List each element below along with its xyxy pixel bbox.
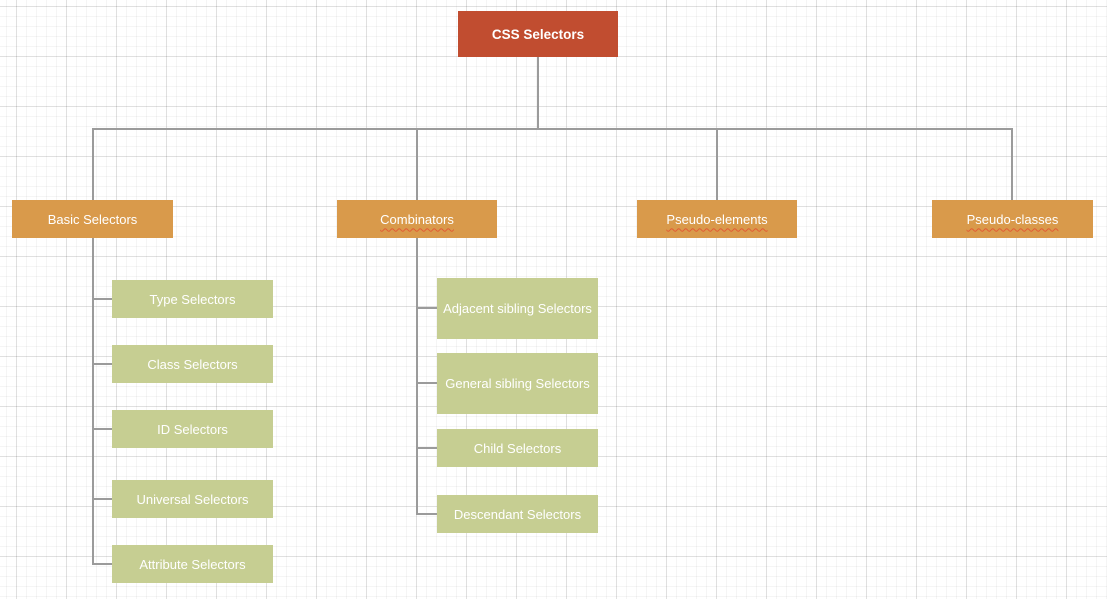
- node-label: Descendant Selectors: [453, 506, 582, 522]
- connector-stub-class: [92, 363, 112, 365]
- node-universal-selectors[interactable]: Universal Selectors: [112, 480, 273, 518]
- node-type-selectors[interactable]: Type Selectors: [112, 280, 273, 318]
- connector-drop-pseudo-classes: [1011, 128, 1013, 200]
- node-label: Pseudo-elements: [666, 211, 768, 227]
- connector-stub-universal: [92, 498, 112, 500]
- node-basic-selectors[interactable]: Basic Selectors: [12, 200, 173, 238]
- node-label: Attribute Selectors: [139, 556, 246, 572]
- connector-stub-attribute: [92, 563, 112, 565]
- node-descendant-selectors[interactable]: Descendant Selectors: [437, 495, 598, 533]
- connector-stub-child: [416, 447, 437, 449]
- connector-drop-combinators: [416, 128, 418, 200]
- connector-stub-adjacent: [416, 307, 437, 309]
- connector-stub-descendant: [416, 513, 437, 515]
- node-class-selectors[interactable]: Class Selectors: [112, 345, 273, 383]
- node-label: Class Selectors: [147, 356, 238, 372]
- node-label: Type Selectors: [149, 291, 236, 307]
- connector-root-drop: [537, 57, 539, 128]
- connector-stub-type: [92, 298, 112, 300]
- connector-drop-pseudo-elements: [716, 128, 718, 200]
- node-label: Universal Selectors: [136, 491, 249, 507]
- connector-spine-basic: [92, 238, 94, 565]
- node-label: Adjacent sibling Selectors: [443, 301, 592, 316]
- node-label: Pseudo-classes: [966, 211, 1059, 227]
- node-pseudo-elements[interactable]: Pseudo-elements: [637, 200, 797, 238]
- connector-bus: [92, 128, 1013, 130]
- node-id-selectors[interactable]: ID Selectors: [112, 410, 273, 448]
- node-label: CSS Selectors: [491, 26, 585, 42]
- node-pseudo-classes[interactable]: Pseudo-classes: [932, 200, 1093, 238]
- connector-drop-basic: [92, 128, 94, 200]
- node-child-selectors[interactable]: Child Selectors: [437, 429, 598, 467]
- node-label: ID Selectors: [157, 421, 228, 437]
- node-label: Child Selectors: [473, 440, 562, 456]
- node-label: Basic Selectors: [47, 211, 138, 227]
- node-combinators[interactable]: Combinators: [337, 200, 497, 238]
- node-label: General sibling Selectors: [445, 376, 590, 391]
- node-label: Combinators: [380, 211, 454, 227]
- node-css-selectors[interactable]: CSS Selectors: [458, 11, 618, 57]
- node-general-sibling-selectors[interactable]: General sibling Selectors: [437, 353, 598, 414]
- node-adjacent-sibling-selectors[interactable]: Adjacent sibling Selectors: [437, 278, 598, 339]
- node-attribute-selectors[interactable]: Attribute Selectors: [112, 545, 273, 583]
- connector-spine-combinators: [416, 238, 418, 515]
- connector-stub-id: [92, 428, 112, 430]
- connector-stub-general: [416, 382, 437, 384]
